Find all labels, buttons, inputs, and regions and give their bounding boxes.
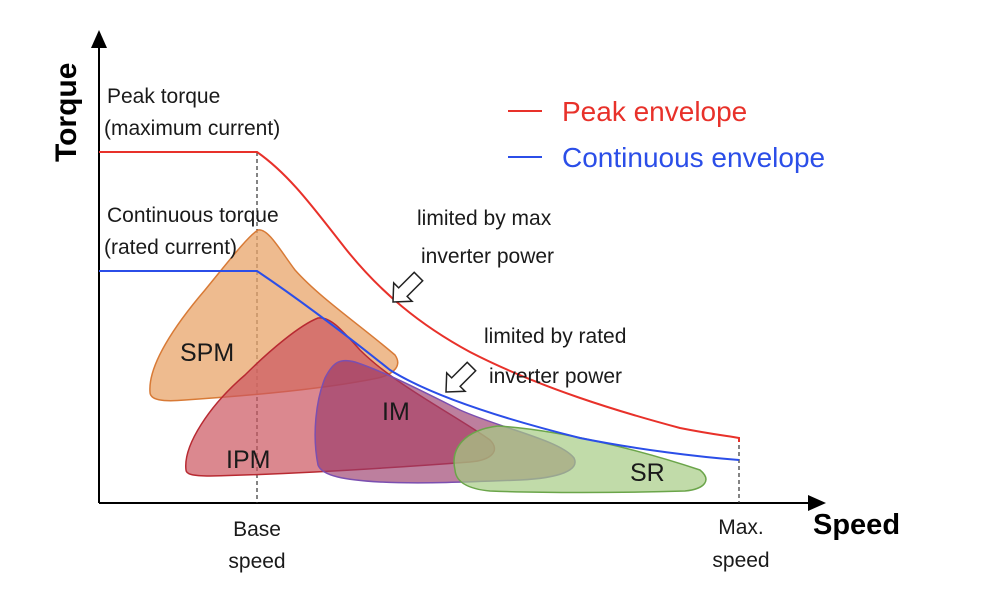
limit-max-power-label-line2: inverter power xyxy=(421,245,554,268)
limit-rated-power-arrow-icon xyxy=(445,361,477,393)
max-speed-label-line2: speed xyxy=(712,549,769,572)
y-axis-arrow xyxy=(91,30,107,48)
limit-max-power-arrow-icon xyxy=(392,271,424,303)
base-speed-label-line2: speed xyxy=(228,550,285,573)
peak-envelope-curve xyxy=(99,151,740,442)
x-axis-arrow xyxy=(808,495,826,511)
peak-torque-label-line1: Peak torque xyxy=(107,85,220,108)
continuous-torque-label-line2: (rated current) xyxy=(104,236,237,259)
region-label-spm: SPM xyxy=(180,339,234,367)
continuous-envelope-curve xyxy=(99,270,740,461)
continuous-torque-label-line1: Continuous torque xyxy=(107,204,279,227)
legend-continuous-label: Continuous envelope xyxy=(562,142,825,173)
peak-torque-label-line2: (maximum current) xyxy=(104,117,280,140)
region-label-ipm: IPM xyxy=(226,446,270,474)
region-label-sr: SR xyxy=(630,459,665,487)
legend: Peak envelope Continuous envelope xyxy=(508,96,825,173)
limit-max-power-label-line1: limited by max xyxy=(417,207,552,230)
base-speed-label-line1: Base xyxy=(233,518,281,541)
legend-peak-label: Peak envelope xyxy=(562,96,747,127)
x-axis-title: Speed xyxy=(813,509,900,541)
y-axis-title: Torque xyxy=(50,63,83,162)
max-speed-label-line1: Max. xyxy=(718,516,764,539)
region-sr xyxy=(453,425,707,494)
region-label-im: IM xyxy=(382,398,410,426)
limit-rated-power-label-line1: limited by rated xyxy=(484,325,626,348)
limit-rated-power-label-line2: inverter power xyxy=(489,365,622,388)
